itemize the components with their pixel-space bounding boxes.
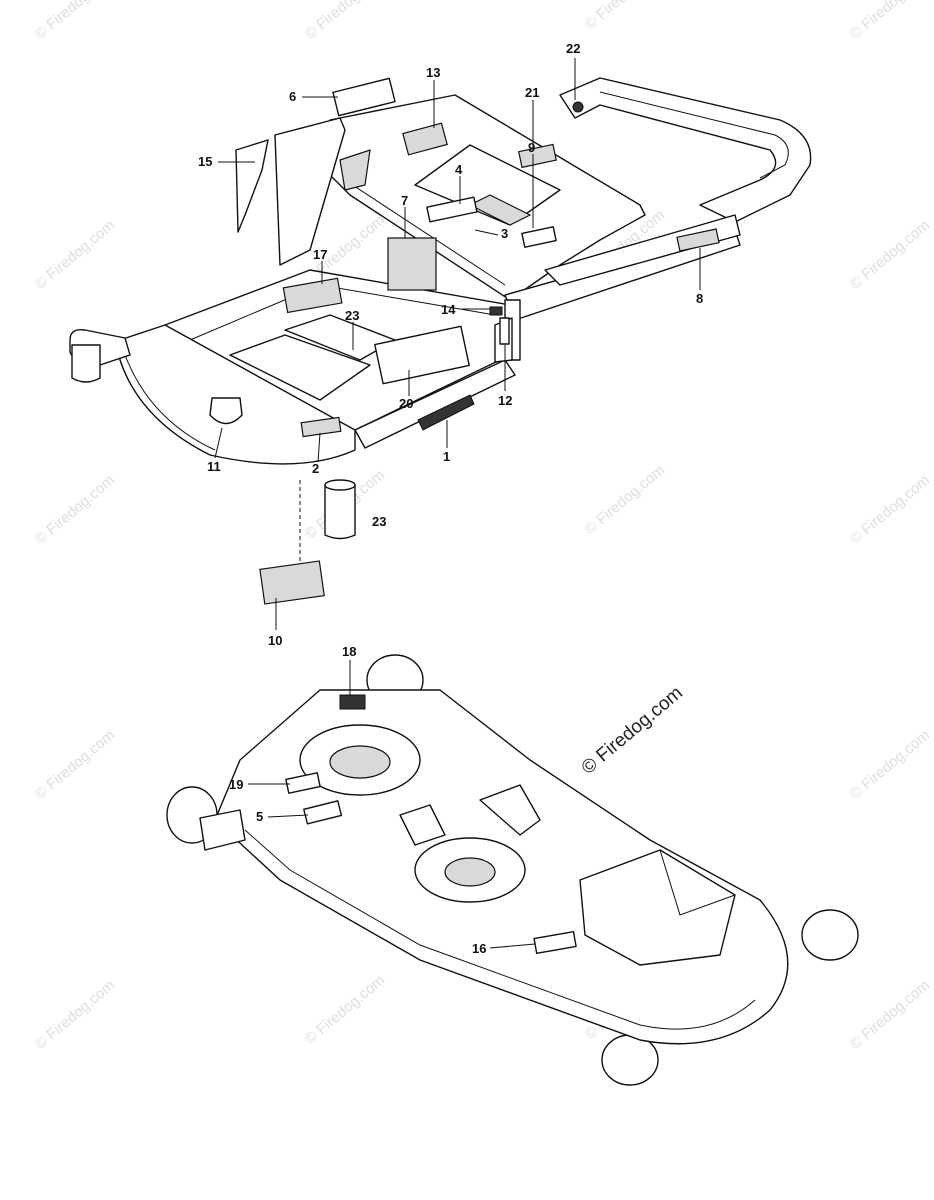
decal-19	[285, 772, 321, 794]
decal-10	[259, 560, 325, 605]
decal-21	[517, 143, 557, 169]
callout-10: 10	[268, 633, 282, 648]
front-bumper	[119, 324, 356, 465]
decal-18	[339, 694, 366, 710]
rear-decal-6	[332, 77, 396, 117]
side-decal-15	[235, 139, 269, 233]
decal-12	[499, 317, 510, 345]
watermark: © Firedog.com	[32, 0, 118, 43]
callout-12: 12	[498, 393, 512, 408]
decal-2	[300, 416, 342, 438]
callout-6: 6	[289, 89, 296, 104]
callout-9: 9	[528, 140, 535, 155]
rear-frame-loop	[559, 77, 812, 223]
watermark: © Firedog.com	[847, 0, 933, 43]
callout-23: 23	[345, 308, 359, 323]
copyright-text: © Firedog.com	[578, 682, 687, 778]
watermark: © Firedog.com	[582, 462, 668, 538]
callout-23: 23	[372, 514, 386, 529]
watermark: © Firedog.com	[32, 472, 118, 548]
decals	[209, 77, 720, 438]
callout-1: 1	[443, 449, 450, 464]
callout-15: 15	[198, 154, 212, 169]
decal-16	[533, 930, 577, 955]
callout-5: 5	[256, 809, 263, 824]
brand-name-decal-1	[417, 394, 475, 431]
floor-pad-1	[229, 334, 371, 401]
callout-4: 4	[455, 162, 463, 177]
decal-20	[374, 325, 470, 385]
logo-emblem-11	[209, 397, 243, 425]
callout-19: 19	[229, 777, 243, 792]
watermark: © Firedog.com	[32, 977, 118, 1053]
watermark: © Firedog.com	[32, 727, 118, 803]
callout-3: 3	[501, 226, 508, 241]
callout-13: 13	[426, 65, 440, 80]
left-fender-panel	[274, 117, 346, 266]
callout-16: 16	[472, 941, 486, 956]
mower-deck-assembly	[166, 654, 859, 1086]
decal-17	[282, 277, 343, 314]
watermark: © Firedog.com	[847, 472, 933, 548]
left-caster-tube	[71, 344, 101, 383]
watermark: © Firedog.com	[302, 0, 388, 43]
deck-wheel-right	[801, 909, 859, 961]
seat-well	[414, 144, 561, 226]
callout-22: 22	[566, 41, 580, 56]
decal-8	[676, 228, 720, 252]
callout-21: 21	[525, 85, 539, 100]
deck-arm-left	[199, 809, 246, 851]
callout-18: 18	[342, 644, 356, 659]
watermark: © Firedog.com	[847, 727, 933, 803]
front-right-bar	[354, 359, 516, 449]
decal-9	[521, 226, 557, 248]
watermark: © Firedog.com	[302, 972, 388, 1048]
decal-7	[387, 237, 437, 291]
callout-2: 2	[312, 461, 319, 476]
deck-wheel-front-right	[601, 1034, 659, 1086]
deck-bracket	[479, 784, 541, 836]
watermark: © Firedog.com	[32, 217, 118, 293]
callout-7: 7	[401, 193, 408, 208]
callout-20: 20	[399, 396, 413, 411]
leader-lines	[214, 58, 701, 949]
callout-8: 8	[696, 291, 703, 306]
callout-17: 17	[313, 247, 327, 262]
callouts: 22 13 21 6 15 4 9 7 3 17 8 14 23 12 20 1…	[198, 41, 703, 956]
watermark: © Firedog.com	[582, 0, 668, 33]
fuel-cap-22	[572, 101, 584, 113]
decal-5	[303, 800, 343, 825]
decal-4	[426, 196, 478, 223]
watermark: © Firedog.com	[847, 217, 933, 293]
decal-13	[402, 122, 448, 156]
callout-11: 11	[207, 459, 221, 474]
decal-14	[489, 306, 503, 316]
watermark: © Firedog.com	[847, 977, 933, 1053]
callout-14: 14	[441, 302, 456, 317]
